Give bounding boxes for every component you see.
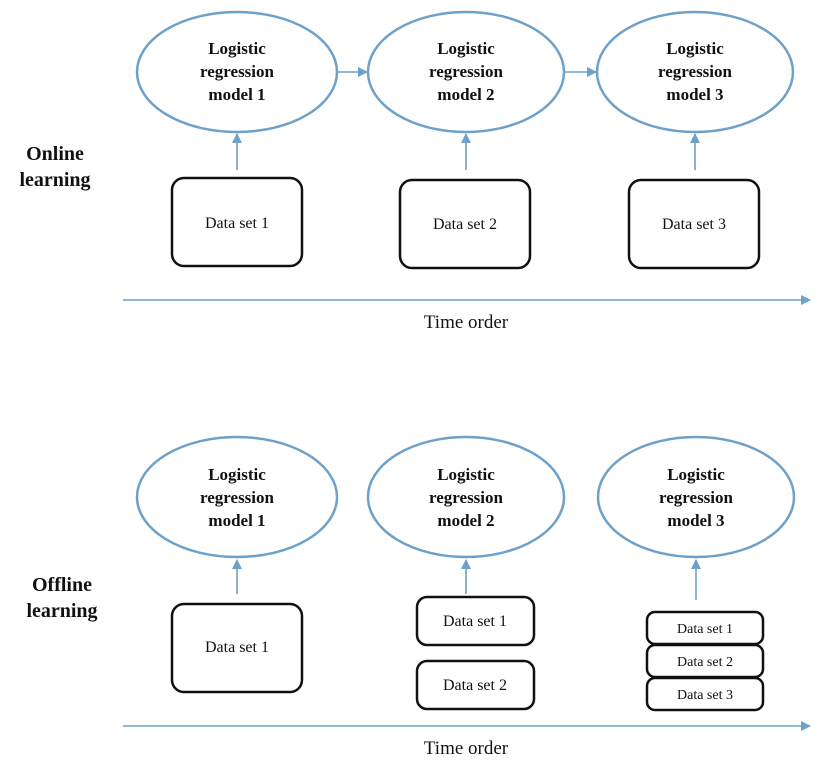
online-model-3-line2: regression [658, 62, 733, 81]
online-model-2-line1: Logistic [437, 39, 495, 58]
online-label-line2: learning [19, 169, 90, 191]
offline-model-3: Logistic regression model 3 [596, 435, 796, 559]
offline-model-3-ellipse [596, 435, 796, 559]
offline-group-1: Data set 1 [170, 602, 304, 694]
online-model-2: Logistic regression model 2 [366, 10, 566, 134]
offline-model-2: Logistic regression model 2 [366, 435, 566, 559]
online-model-1-line1: Logistic [208, 39, 266, 58]
offline-group-3-dataset-3-box [645, 676, 765, 712]
online-dataset-1-box [170, 176, 304, 268]
offline-model-1-line2: regression [200, 488, 275, 507]
online-model-2-line3: model 2 [437, 85, 494, 104]
offline-model-2-line1: Logistic [437, 465, 495, 484]
online-label-line1: Online [26, 143, 84, 165]
offline-label-line2: learning [26, 600, 97, 622]
offline-group-1-dataset-1-box [170, 602, 304, 694]
offline-time-axis-label: Time order [424, 738, 509, 759]
offline-group-2-dataset-2-box [415, 659, 536, 711]
offline-group-2-dataset-1-box [415, 595, 536, 647]
offline-model-3-line1: Logistic [667, 465, 725, 484]
online-dataset-3-box [627, 178, 761, 270]
online-model-2-line2: regression [429, 62, 504, 81]
offline-group-1-dataset-1-label: Data set 1 [205, 639, 269, 656]
offline-group-3: Data set 1 Data set 2 Data set 3 [645, 610, 765, 712]
online-time-axis-label: Time order [424, 312, 509, 333]
offline-group-2: Data set 1 Data set 2 [415, 595, 536, 711]
offline-model-3-line3: model 3 [667, 511, 724, 530]
offline-model-3-line2: regression [659, 488, 734, 507]
online-dataset-1: Data set 1 [170, 176, 304, 268]
online-model-3-line3: model 3 [666, 85, 723, 104]
online-dataset-1-label: Data set 1 [205, 215, 269, 232]
offline-group-3-dataset-1-label: Data set 1 [677, 622, 733, 637]
online-model-1-line2: regression [200, 62, 275, 81]
online-model-1: Logistic regression model 1 [135, 10, 339, 134]
offline-group-3-dataset-2-label: Data set 2 [677, 655, 733, 670]
online-model-3-ellipse [595, 10, 795, 134]
offline-model-1-line3: model 1 [208, 511, 265, 530]
online-model-1-line3: model 1 [208, 85, 265, 104]
offline-model-1: Logistic regression model 1 [135, 435, 339, 559]
offline-model-2-line3: model 2 [437, 511, 494, 530]
online-dataset-3-label: Data set 3 [662, 216, 726, 233]
offline-model-2-ellipse [366, 435, 566, 559]
online-model-3-line1: Logistic [666, 39, 724, 58]
offline-group-2-dataset-1-label: Data set 1 [443, 613, 507, 630]
offline-model-1-line1: Logistic [208, 465, 266, 484]
online-dataset-2-label: Data set 2 [433, 216, 497, 233]
online-model-3: Logistic regression model 3 [595, 10, 795, 134]
offline-label-line1: Offline [32, 574, 92, 596]
online-dataset-2-box [398, 178, 532, 270]
offline-model-2-line2: regression [429, 488, 504, 507]
offline-group-3-dataset-3-label: Data set 3 [677, 688, 733, 703]
online-dataset-3: Data set 3 [627, 178, 761, 270]
offline-group-2-dataset-2-label: Data set 2 [443, 677, 507, 694]
online-dataset-2: Data set 2 [398, 178, 532, 270]
offline-model-1-ellipse [135, 435, 339, 559]
